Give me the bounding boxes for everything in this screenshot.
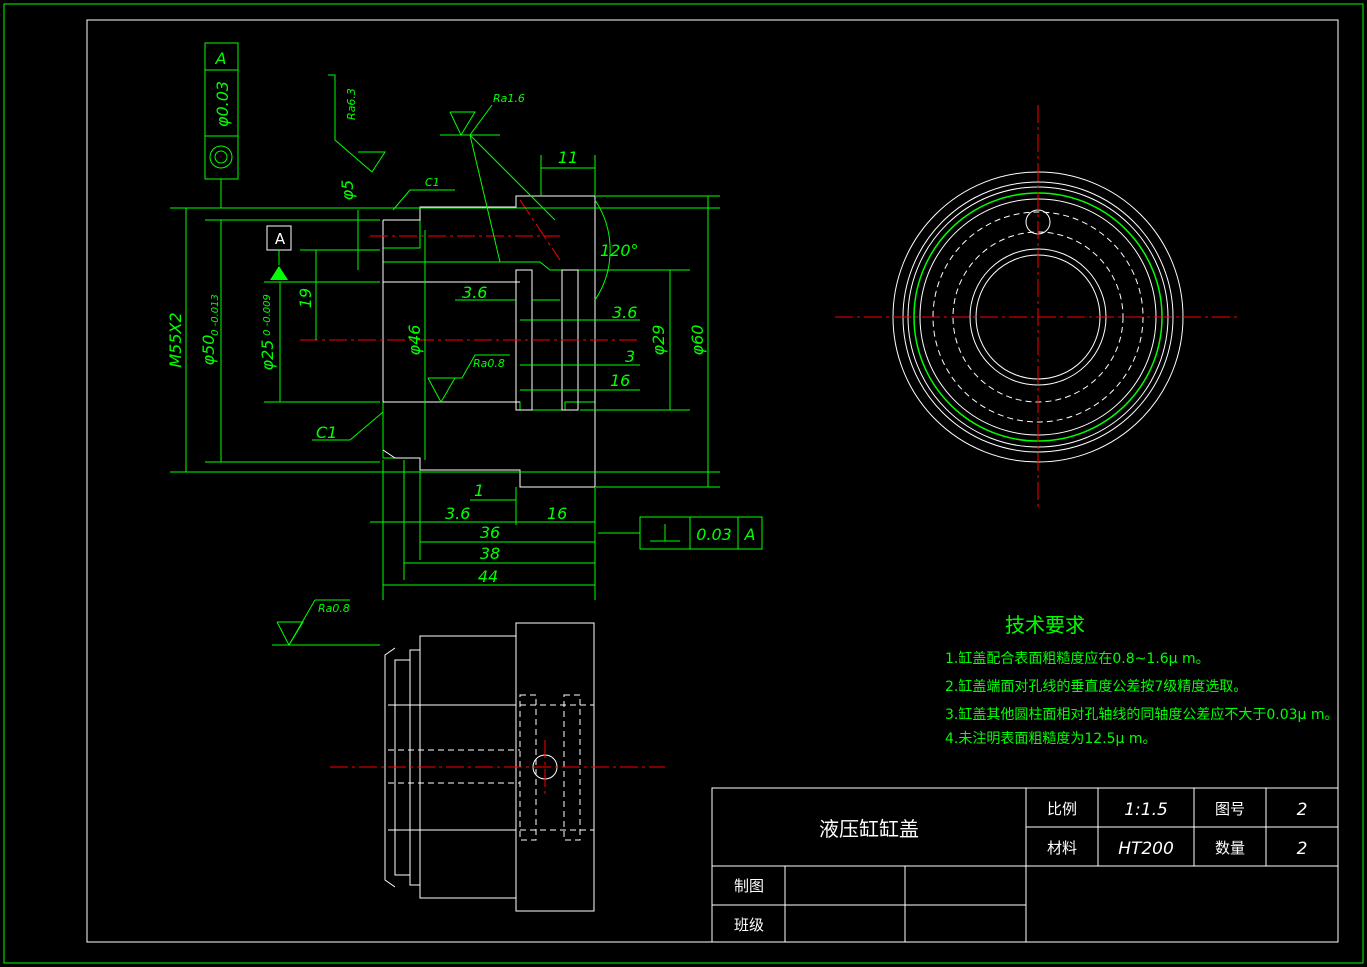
phi46-label: φ46	[405, 325, 424, 356]
ra63-label: Ra6.3	[345, 88, 358, 120]
tech-req-item-4: 4.未注明表面粗糙度为12.5μ m。	[945, 731, 1157, 747]
ra16-label: Ra1.6	[493, 92, 525, 105]
dim-11: 11	[558, 148, 578, 167]
c1-bottom-label: C1	[316, 423, 337, 442]
perp-datum: A	[744, 525, 756, 544]
ra08-label-b: Ra0.8	[318, 602, 350, 615]
dim-44: 44	[478, 567, 498, 586]
dim-3-6-a: 3.6	[462, 283, 487, 302]
dim-38: 38	[480, 544, 500, 563]
part-name: 液压缸缸盖	[819, 817, 919, 841]
phi60-label: φ60	[688, 325, 707, 356]
perp-value: 0.03	[696, 525, 732, 544]
scale-value: 1:1.5	[1124, 800, 1168, 820]
quantity-value: 2	[1297, 839, 1308, 859]
dim-1: 1	[474, 481, 484, 500]
title-block	[711, 787, 1339, 943]
side-view	[330, 622, 665, 912]
coaxial-value-label: φ0.03	[213, 81, 232, 127]
dim-36: 36	[480, 523, 500, 542]
material-value: HT200	[1118, 839, 1174, 859]
drawing-no-value: 2	[1297, 800, 1308, 820]
class-label: 班级	[734, 916, 764, 934]
tech-req-item-3: 3.缸盖其他圆柱面相对孔轴线的同轴度公差应不大于0.03μ m。	[945, 706, 1339, 723]
quantity-label: 数量	[1215, 839, 1245, 857]
m55-label: M55X2	[166, 312, 185, 367]
tech-req-item-1: 1.缸盖配合表面粗糙度应在0.8~1.6μ m。	[945, 650, 1210, 667]
drawing-no-label: 图号	[1215, 800, 1245, 818]
section-view	[170, 42, 763, 647]
lower-hatch	[382, 401, 596, 488]
end-view	[835, 105, 1240, 510]
phi5-label: φ5	[338, 180, 357, 201]
datum-a-label: A	[275, 230, 286, 248]
angle-120-label: 120°	[600, 241, 639, 260]
phi25-label: φ25	[258, 340, 277, 371]
scale-label: 比例	[1047, 800, 1077, 818]
tech-req-heading: 技术要求	[1005, 613, 1085, 637]
dim-3: 3	[625, 347, 635, 366]
material-label: 材料	[1047, 839, 1077, 857]
dim-19: 19	[296, 288, 315, 308]
dim-16-b: 16	[547, 504, 567, 523]
phi50-label: φ50	[199, 335, 218, 366]
tech-req-item-2: 2.缸盖端面对孔线的垂直度公差按7级精度选取。	[945, 678, 1247, 695]
phi25-tol: 0 -0.009	[262, 294, 273, 336]
phi29-label: φ29	[649, 325, 668, 356]
c1-top-label: C1	[425, 176, 440, 189]
drawn-by-label: 制图	[734, 877, 764, 895]
phi50-tol: 0 -0.013	[210, 294, 221, 336]
dim-3-6-b: 3.6	[612, 303, 637, 322]
dim-16-a: 16	[610, 371, 630, 390]
coaxial-datum-label: A	[215, 49, 227, 68]
dim-3-6-c: 3.6	[445, 504, 470, 523]
ra08-label-a: Ra0.8	[473, 357, 505, 370]
outer-border	[3, 3, 1364, 964]
